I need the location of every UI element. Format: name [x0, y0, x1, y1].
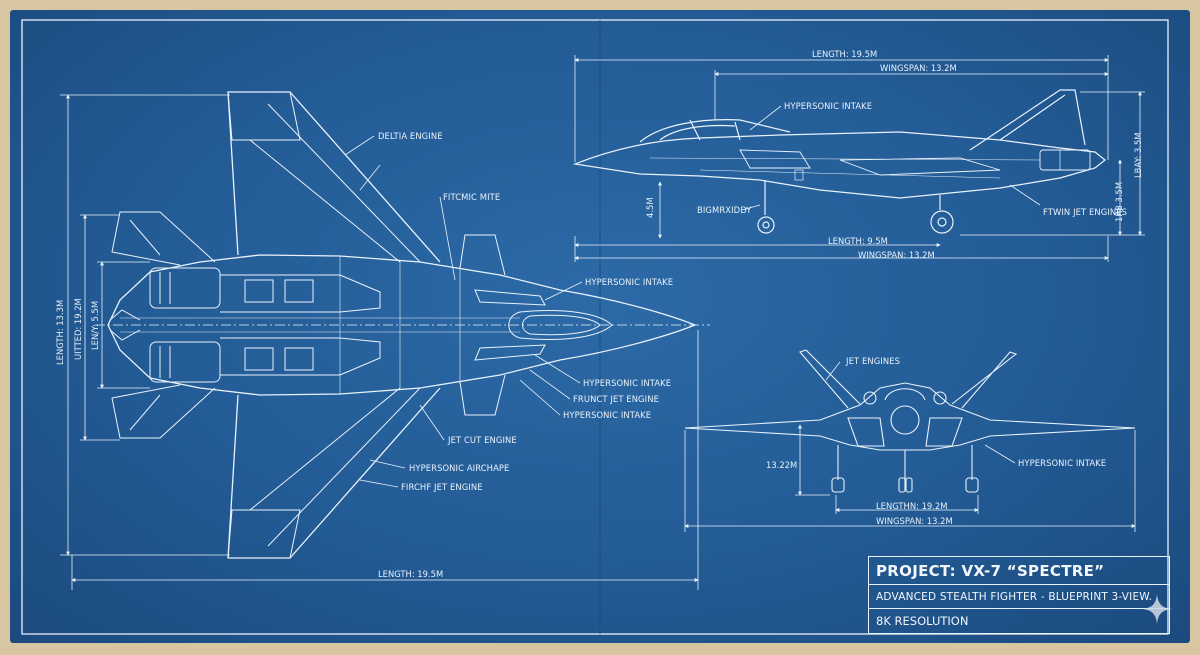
dim-side-length-bottom: LENGTH: 9.5M — [828, 236, 888, 246]
front-view-dimensions — [684, 361, 1136, 532]
dim-side-wingspan-top: WINGSPAN: 13.2M — [880, 63, 957, 73]
project-title: PROJECT: VX-7 “SPECTRE” — [869, 557, 1169, 585]
dim-top-length: LENGTH: 19.5M — [378, 569, 444, 579]
label-delta-engine: DELTIA ENGINE — [378, 131, 443, 141]
label-jet-cut-engine: JET CUT ENGINE — [448, 435, 517, 445]
sheet-border — [21, 19, 1169, 635]
label-hypersonic-intake-1: HYPERSONIC INTAKE — [585, 277, 674, 287]
label-firchf-jet-engine: FIRCHF JET ENGINE — [401, 482, 483, 492]
resolution-label: 8K RESOLUTION — [876, 614, 969, 628]
label-side-hypersonic-intake: HYPERSONIC INTAKE — [784, 101, 873, 111]
top-view-aircraft — [95, 91, 710, 559]
dim-side-wingspan-bottom: WINGSPAN: 13.2M — [858, 250, 935, 260]
side-view-aircraft — [572, 89, 1106, 234]
sparkle-icon — [1142, 594, 1172, 624]
label-front-jet-engines: JET ENGINES — [846, 356, 901, 366]
side-view-dimensions — [574, 55, 1145, 262]
dim-side-length-top: LENGTH: 19.5M — [812, 49, 878, 59]
front-view-aircraft — [684, 349, 1136, 493]
label-hypersonic-intake-2: HYPERSONIC INTAKE — [583, 378, 672, 388]
dim-side-height: 4.5M — [645, 197, 655, 218]
label-front-hypersonic-intake: HYPERSONIC INTAKE — [1018, 458, 1107, 468]
label-fitcmic-mite: FITCMIC MITE — [443, 192, 501, 202]
dim-side-rrb: 1RB 3.5M — [1114, 181, 1124, 222]
dim-top-length-left: LENGTH: 13.3M — [55, 299, 65, 365]
title-block: PROJECT: VX-7 “SPECTRE” ADVANCED STEALTH… — [868, 556, 1170, 634]
label-bigmrxiddy: BIGMRXIDDY — [697, 205, 752, 215]
label-hypersonic-intake-3: HYPERSONIC INTAKE — [563, 410, 652, 420]
dim-front-length: LENGTHN: 19.2M — [876, 501, 948, 511]
label-frunct-jet-engine: FRUNCT JET ENGINE — [573, 394, 659, 404]
dim-top-uitted: UITTED: 19.2M — [73, 298, 83, 360]
label-ftwin-jet-engines: FTWIN JET ENGINES — [1043, 207, 1128, 217]
dim-side-lbay: LBAY: 3.5M — [1133, 132, 1143, 178]
top-view-leaders — [344, 135, 583, 488]
project-subtitle: ADVANCED STEALTH FIGHTER - BLUEPRINT 3-V… — [869, 585, 1169, 609]
top-view-dimensions — [60, 94, 699, 590]
dim-top-leny: LEN/Y: 5.5M — [90, 300, 100, 350]
label-hypersonic-airchape: HYPERSONIC AIRCHAPE — [409, 463, 510, 473]
dim-front-height: 13.22M — [766, 460, 798, 470]
dim-front-wingspan: WINGSPAN: 13.2M — [876, 516, 953, 526]
